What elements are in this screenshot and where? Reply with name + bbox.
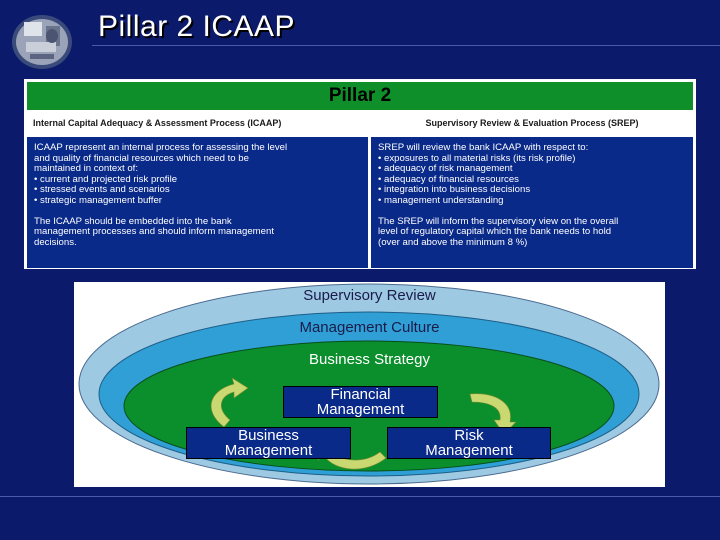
icaap-line: management processes and should inform m…: [34, 226, 274, 238]
srep-line: • adequacy of risk management: [378, 163, 513, 175]
business-strategy-label: Business Strategy: [309, 351, 430, 368]
icaap-body: ICAAP represent an internal process for …: [27, 137, 368, 268]
header-logo-image: [8, 8, 86, 72]
management-culture-label: Management Culture: [299, 319, 440, 336]
pillar2-diagram: Supervisory Review Management Culture Bu…: [74, 282, 665, 487]
box-line: Risk: [454, 427, 484, 444]
icaap-line: The ICAAP should be embedded into the ba…: [34, 215, 232, 227]
srep-line: • integration into business decisions: [378, 184, 531, 196]
srep-line: • adequacy of financial resources: [378, 173, 519, 185]
icaap-header: Internal Capital Adequacy & Assessment P…: [27, 112, 368, 134]
srep-line: The SREP will inform the supervisory vie…: [378, 215, 619, 227]
page-title: Pillar 2 ICAAP: [98, 10, 296, 43]
srep-header: Supervisory Review & Evaluation Process …: [371, 112, 693, 134]
icaap-line: and quality of financial resources which…: [34, 152, 249, 164]
icaap-line: decisions.: [34, 236, 77, 248]
business-management-box: Business Management: [186, 427, 351, 459]
icaap-line: maintained in context of:: [34, 163, 138, 175]
box-line: Management: [425, 442, 513, 459]
srep-line: • exposures to all material risks (its r…: [378, 152, 576, 164]
header-divider: [92, 45, 720, 46]
box-line: Financial: [330, 386, 391, 403]
diagram-rings: [78, 283, 660, 485]
table-heading: Pillar 2: [27, 82, 693, 110]
icaap-column: Internal Capital Adequacy & Assessment P…: [27, 112, 368, 268]
icaap-line: • current and projected risk profile: [34, 173, 178, 185]
srep-line: level of regulatory capital which the ba…: [378, 226, 612, 238]
srep-line: • management understanding: [378, 194, 504, 206]
risk-management-box: Risk Management: [387, 427, 551, 459]
srep-line: SREP will review the bank ICAAP with res…: [378, 142, 589, 153]
supervisory-review-label: Supervisory Review: [303, 287, 436, 304]
icaap-line: ICAAP represent an internal process for …: [34, 142, 288, 153]
icaap-line: • strategic management buffer: [34, 194, 162, 206]
cycle-arrow-left: [210, 377, 249, 428]
icaap-line: • stressed events and scenarios: [34, 184, 170, 196]
box-line: Management: [316, 401, 405, 418]
box-line: Business: [238, 427, 299, 444]
srep-column: Supervisory Review & Evaluation Process …: [371, 112, 693, 268]
srep-line: (over and above the minimum 8 %): [378, 236, 528, 248]
box-line: Management: [224, 442, 313, 459]
financial-management-box: Financial Management: [283, 386, 438, 418]
pillar2-table: Pillar 2 Internal Capital Adequacy & Ass…: [24, 79, 696, 269]
footer-divider: [0, 496, 720, 497]
srep-body: SREP will review the bank ICAAP with res…: [371, 137, 693, 268]
